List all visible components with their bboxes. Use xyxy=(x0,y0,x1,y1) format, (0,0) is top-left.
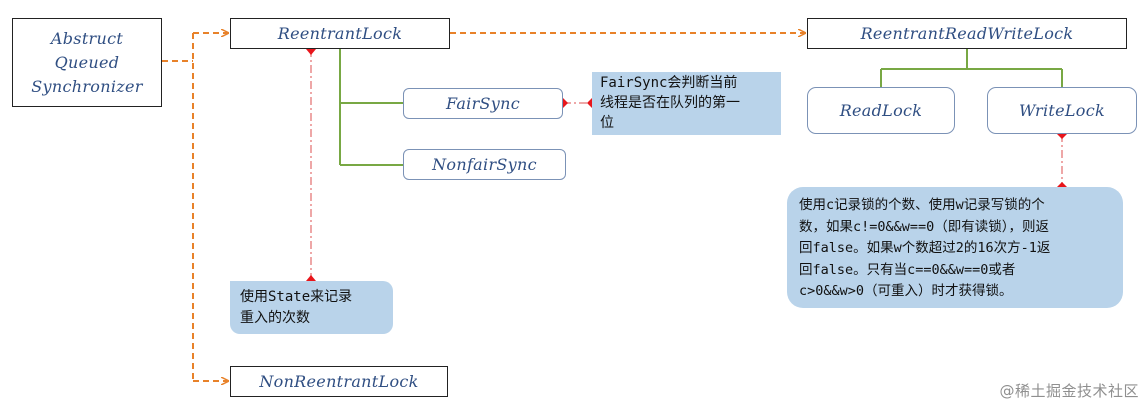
non-reentrant-lock-node: NonReentrantLock xyxy=(230,366,448,397)
aqs-label-line-1: Abstruct xyxy=(50,28,124,48)
dashed-arrows xyxy=(162,33,805,381)
tree-lines xyxy=(339,49,1063,166)
fairsync-note-line-3: 位 xyxy=(600,115,614,131)
writelock-note: 使用c记录锁的个数、使用w记录写锁的个 数，如果c!=0&&w==0（即有读锁）… xyxy=(787,187,1123,308)
state-note-line-1: 使用State来记录 xyxy=(240,289,353,305)
state-note: 使用State来记录 重入的次数 xyxy=(230,281,393,334)
non-reentrant-lock-label: NonReentrantLock xyxy=(259,372,419,391)
writelock-note-line-1: 使用c记录锁的个数、使用w记录写锁的个 xyxy=(799,197,1045,213)
rw-lock-label: ReentrantReadWriteLock xyxy=(860,24,1074,43)
fairsync-label: FairSync xyxy=(446,94,520,113)
fairsync-note-line-1: FairSync会判断当前 xyxy=(600,75,738,91)
writelock-node: WriteLock xyxy=(987,87,1137,134)
rw-lock-node: ReentrantReadWriteLock xyxy=(807,18,1127,49)
nonfairsync-node: NonfairSync xyxy=(403,149,566,180)
writelock-note-line-3: 回false。如果w个数超过2的16次方-1返 xyxy=(799,240,1051,256)
aqs-label-line-2: Queued xyxy=(54,52,120,72)
fairsync-node: FairSync xyxy=(403,88,563,119)
writelock-label: WriteLock xyxy=(1018,101,1105,120)
readlock-node: ReadLock xyxy=(807,87,955,134)
writelock-note-line-5: c>0&&w>0（可重入）时才获得锁。 xyxy=(799,283,1013,299)
fairsync-note-line-2: 线程是否在队列的第一 xyxy=(600,95,740,111)
writelock-note-line-4: 回false。只有当c==0&&w==0或者 xyxy=(799,261,1016,278)
watermark: @稀土掘金技术社区 xyxy=(999,382,1139,400)
reentrant-lock-node: ReentrantLock xyxy=(230,18,450,49)
aqs-node: Abstruct Queued Synchronizer xyxy=(12,18,162,107)
readlock-label: ReadLock xyxy=(839,101,923,120)
state-note-line-2: 重入的次数 xyxy=(240,310,310,326)
fairsync-note: FairSync会判断当前 线程是否在队列的第一 位 xyxy=(592,72,781,135)
aqs-label-line-3: Synchronizer xyxy=(31,76,143,96)
nonfairsync-label: NonfairSync xyxy=(432,155,537,174)
reentrant-lock-label: ReentrantLock xyxy=(277,24,403,43)
writelock-note-line-2: 数，如果c!=0&&w==0（即有读锁），则返 xyxy=(799,218,1050,235)
